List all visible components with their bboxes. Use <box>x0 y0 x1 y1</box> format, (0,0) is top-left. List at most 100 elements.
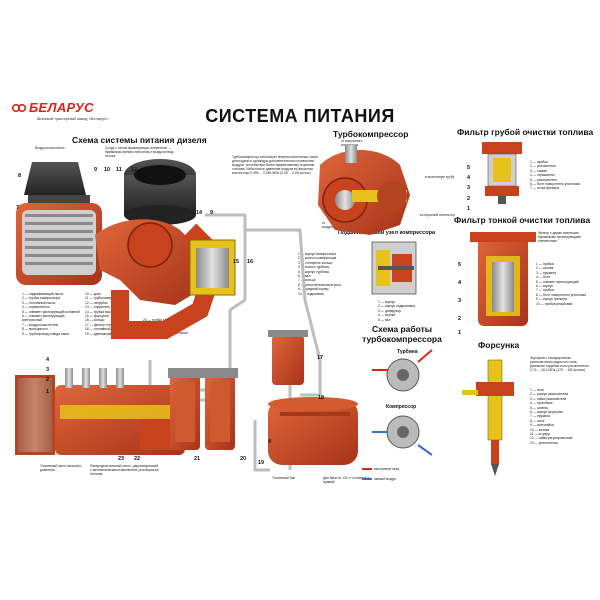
callout-fine-5: 5 <box>458 262 462 268</box>
turbo-work-turbine <box>372 349 433 392</box>
legend-item: 5 — распылитель <box>530 177 558 182</box>
callout-4b: 4 <box>268 439 272 445</box>
legend-fine: 1 — пробка 2 — колпак 3 — пружина 4 — бо… <box>536 262 592 306</box>
filter-17 <box>268 330 308 385</box>
note-tank: Топливный бак <box>272 476 295 480</box>
legend-item: 4 — отражатель <box>530 173 555 178</box>
brand-logo: БЕЛАРУС <box>12 100 94 115</box>
callout-8: 8 <box>18 173 22 179</box>
callout-23: 23 <box>118 456 125 462</box>
callout-7: 7 <box>16 205 20 211</box>
bearing-unit <box>371 241 417 295</box>
callout-coarse-1: 1 <box>467 206 471 212</box>
fuel-lines <box>88 213 322 472</box>
legend-item: 2 — колпак <box>536 266 554 271</box>
callout-fine-3: 3 <box>458 298 462 304</box>
legend-turbo: 1 — корпус компрессора 2 — колесо компре… <box>298 252 353 296</box>
note-injector: Форсунка с пятидырчатым распылителем зак… <box>530 356 589 372</box>
brand-emblem-icon <box>12 103 26 113</box>
legend-item: 7 — пробка <box>536 288 554 293</box>
note-turbo-desc: Турбокомпрессор использует энергию выхло… <box>232 155 318 175</box>
legend-item: 1 — корпус <box>378 300 396 304</box>
brand-name: БЕЛАРУС <box>29 100 94 115</box>
callout-20: 20 <box>240 456 247 462</box>
legend-item: 12 — гайка регулировочная <box>530 436 573 441</box>
callout-fine-2: 2 <box>458 316 462 322</box>
callout-2: 2 <box>46 377 50 383</box>
note-to-exhaust: в выхлопную трубу <box>425 175 455 179</box>
callout-fine-4: 4 <box>458 280 462 286</box>
fuel-pump <box>15 368 185 455</box>
callout-18: 18 <box>318 395 325 401</box>
heading-turbo-work: Схема работы турбокомпрессора <box>362 324 442 344</box>
heading-turbo-bearing: Подшипниковый узел компрессора <box>338 230 436 236</box>
callout-11: 11 <box>116 167 122 173</box>
page-title: СИСТЕМА ПИТАНИЯ <box>205 106 395 126</box>
legend-item: 2 — успокоитель <box>530 164 556 169</box>
label-compressor: Компрессор <box>386 404 417 410</box>
note-from-exhaust: от выпускного коллектора <box>341 139 363 147</box>
legend-item: 11 — штуцер <box>530 432 550 437</box>
legend-item: 5 — вал <box>378 317 391 322</box>
legend-item: 7 — сетка фильтра <box>530 186 560 191</box>
legend-item: 2 — трубка компрессора <box>22 296 60 301</box>
legend-item: 5 — элемент фильтрующий основной <box>22 309 80 314</box>
legend-item: 6 — корпус форсунки <box>530 410 563 415</box>
callout-17: 17 <box>317 355 324 361</box>
legend-diesel-col1: 1 — подкачивающий насос 2 — трубка компр… <box>22 292 84 336</box>
legend-item: 8 — моноциклон <box>22 327 48 332</box>
callout-21: 21 <box>194 456 201 462</box>
legend-item: 17 — фильтр тонкой очистки <box>85 322 129 327</box>
legend-item: 1 — пробка <box>536 262 554 266</box>
legend-item: 3 — пружина <box>536 270 556 275</box>
callout-16: 16 <box>247 259 254 265</box>
callout-10: 10 <box>104 167 111 173</box>
fuel-tank <box>268 397 358 465</box>
callout-fine-1: 1 <box>458 330 462 336</box>
legend-item: 19 — дренажный трубопровод <box>85 331 132 336</box>
legend-item: 1 — игла <box>530 388 544 392</box>
legend-item: 10 — подшипник <box>298 291 324 296</box>
callout-9: 9 <box>94 167 98 173</box>
legend-item: 6 — болт поворотного угольника <box>530 182 580 187</box>
callout-4: 4 <box>46 357 50 363</box>
coarse-filter <box>482 142 522 204</box>
legend-injector: 1 — игла 2 — корпус распылителя 3 — гайк… <box>530 388 592 445</box>
callout-19: 19 <box>258 460 265 466</box>
legend-item: 6 — элемент фильтрующий контрольный <box>22 314 65 323</box>
legend-item: 7 — пружина <box>530 414 550 419</box>
legend-item: 13 — глушитель <box>85 305 110 310</box>
fine-filters-pair <box>168 368 238 450</box>
legend-item: 2 — корпус подшипника <box>378 304 415 309</box>
callout-3: 3 <box>46 367 50 373</box>
legend-item: 4 — ограничитель <box>22 305 50 310</box>
note-fuel-filter: Сосуд с типом фильтрующих элементов — бу… <box>105 146 174 158</box>
legend-item: 1 — подкачивающий насос <box>22 292 64 296</box>
legend-item: 9 — корпус фильтра <box>536 297 568 302</box>
legend-item: 4 — проставка <box>530 401 553 406</box>
legend-item: 10 — колпак <box>530 427 550 432</box>
heading-coarse-filter: Фильтр грубой очистки топлива <box>457 127 594 137</box>
note-from-air: от воздухоочистителя <box>322 221 352 229</box>
legend-item: 14 — трубка выхлопная <box>85 309 122 314</box>
note-air-cleaner: Воздухоочиститель <box>35 146 65 150</box>
callout-9b: 9 <box>210 210 214 216</box>
legend-item: 8 — болт поворотного угольника <box>536 292 586 297</box>
legend-item: 7 — воздухоочиститель <box>22 322 59 327</box>
legend-item: 5 — элемент фильтрующий <box>536 279 579 284</box>
legend-item: 23 — болт <box>143 335 159 340</box>
callout-14: 14 <box>196 210 203 216</box>
legend-coarse: 1 — пробка 2 — успокоитель 3 — стакан 4 … <box>530 160 592 191</box>
legend-diesel-col3: 20 — трубка сливная 21 — фильтр тонкой о… <box>143 318 198 340</box>
legend-item: 3 — диффузор <box>378 308 401 313</box>
note-tank-2: Два бака по 130 л: основной и правый <box>323 476 370 484</box>
legend-item: 3 — стакан <box>530 168 548 173</box>
legend-item: 21 — фильтр тонкой очистки топлива <box>143 322 187 331</box>
legend-bearing: 1 — корпус 2 — корпус подшипника 3 — диф… <box>378 300 428 322</box>
legend-item: 5 — штанга <box>530 405 548 410</box>
callout-12: 12 <box>131 167 138 173</box>
callout-1: 1 <box>46 389 50 395</box>
callout-13: 13 <box>162 167 169 173</box>
legend-item: 4 — втулка <box>378 313 396 318</box>
heading-injector: Форсунка <box>478 340 520 350</box>
